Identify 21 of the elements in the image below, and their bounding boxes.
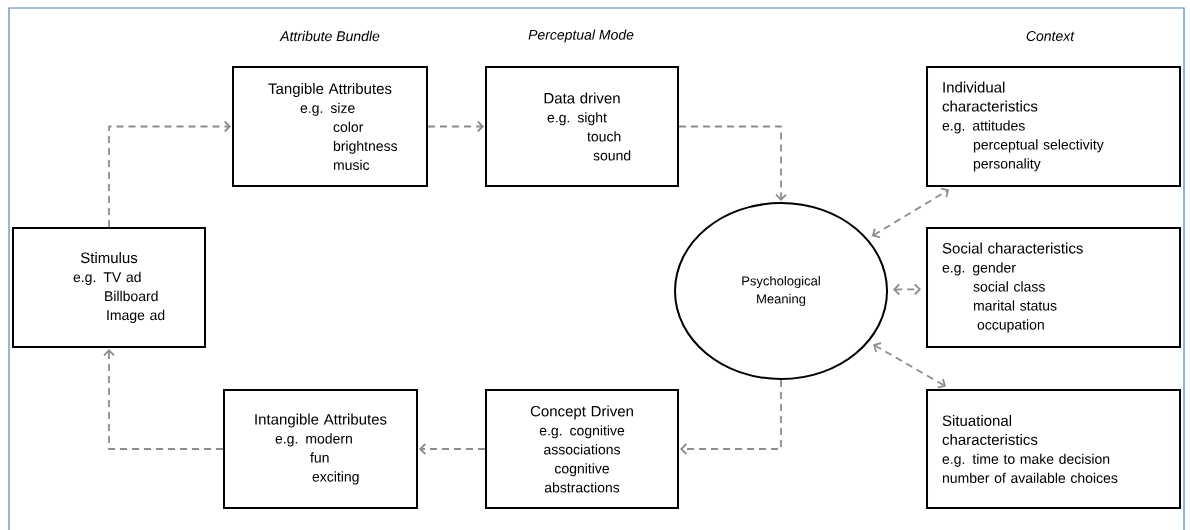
arrow bbox=[103, 349, 224, 450]
column-heading: Perceptual Mode bbox=[528, 29, 634, 43]
text-box: Individual characteristics e.g. attitudes perceptual selectivity personality bbox=[926, 66, 1181, 187]
text-box: Stimulus e.g. TV ad Billboard Image ad bbox=[12, 227, 206, 348]
arrow bbox=[427, 120, 484, 133]
arrow bbox=[678, 125, 787, 201]
arrow bbox=[873, 342, 946, 389]
arrow bbox=[108, 120, 231, 228]
text-box: Tangible Attributes e.g. size color brightness music bbox=[232, 66, 428, 187]
arrow bbox=[871, 187, 950, 239]
text-box: Concept Driven e.g. cognitive associations cognitive abstractions bbox=[485, 389, 679, 509]
text-box: Data driven e.g. sight touch sound bbox=[485, 66, 679, 187]
arrow bbox=[680, 379, 782, 455]
text-box: Social characteristics e.g. gender social class marital status occupation bbox=[926, 227, 1181, 348]
ellipse-node: Psychological Meaning bbox=[674, 202, 888, 380]
arrow bbox=[893, 283, 921, 296]
text-box: Situational characteristics e.g. time to make decision number of available choices bbox=[926, 389, 1181, 509]
arrow bbox=[419, 443, 486, 455]
column-heading: Attribute Bundle bbox=[279, 30, 380, 42]
column-heading: Context bbox=[1026, 31, 1075, 41]
text-box: Intangible Attributes e.g. modern fun exciting bbox=[223, 389, 418, 509]
